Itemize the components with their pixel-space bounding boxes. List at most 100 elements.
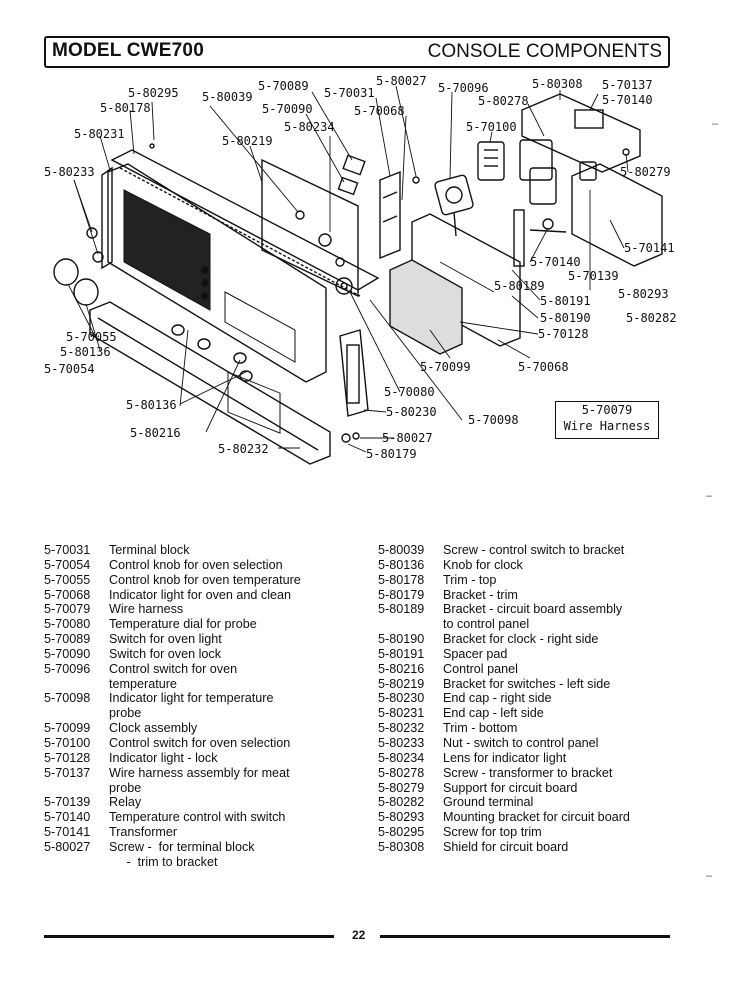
part-description: Mounting bracket for circuit board	[443, 810, 630, 825]
mounting-bracket	[571, 163, 663, 267]
part-row: 5-80191 Spacer pad	[378, 647, 630, 662]
part-number: 5-80189	[378, 602, 425, 617]
part-description: probe	[109, 780, 142, 795]
part-description: Lens for indicator light	[443, 750, 567, 765]
part-row: 5-70079 Wire harness	[44, 602, 301, 617]
callout: 5-80230	[386, 405, 437, 419]
part-description: Wire harness	[109, 602, 184, 617]
part-row: 5-70080 Temperature dial for probe	[44, 617, 301, 632]
callout: 5-70141	[624, 241, 675, 255]
footer-rule-left	[44, 935, 334, 938]
part-description: - trim to bracket	[109, 854, 218, 869]
page-header: MODEL CWE700 CONSOLE COMPONENTS	[44, 36, 670, 68]
part-number: 5-70080	[44, 617, 91, 632]
part-description: Control switch for oven	[109, 661, 238, 676]
callout: 5-70090	[262, 102, 313, 116]
part-row: 5-80039 Screw - control switch to bracket	[378, 543, 630, 558]
part-number: 5-80278	[378, 765, 425, 780]
callout: 5-80233	[44, 165, 95, 179]
part-number: 5-70096	[44, 661, 91, 676]
part-description: End cap - right side	[443, 691, 552, 706]
part-number: 5-70055	[44, 572, 91, 587]
part-number	[44, 706, 109, 721]
part-number: 5-70098	[44, 691, 91, 706]
part-number: 5-70079	[44, 602, 91, 617]
callout: 5-70098	[468, 413, 519, 427]
section-title: CONSOLE COMPONENTS	[427, 41, 662, 62]
part-description: Bracket - circuit board assembly	[443, 602, 623, 617]
footer-rule-right	[380, 935, 670, 938]
callout: 5-80190	[540, 311, 591, 325]
part-row: 5-70055 Control knob for oven temperature	[44, 573, 301, 588]
callout: 5-80191	[540, 294, 591, 308]
part-row: probe	[44, 781, 301, 796]
part-description: Control knob for oven temperature	[109, 572, 301, 587]
part-row: probe	[44, 706, 301, 721]
part-description: Knob for clock	[443, 557, 523, 572]
part-number: 5-80191	[378, 646, 425, 661]
part-description: Spacer pad	[443, 646, 508, 661]
callout: 5-80216	[130, 426, 181, 440]
part-description: Temperature dial for probe	[109, 617, 257, 632]
part-description: Bracket for clock - right side	[443, 632, 599, 647]
harness-number: 5-70079	[581, 403, 633, 417]
part-row: 5-80189 Bracket - circuit board assembly	[378, 602, 630, 617]
part-number: 5-80027	[44, 839, 91, 854]
callout: 5-80136	[60, 345, 111, 359]
margin-mark: –	[706, 490, 713, 502]
callout: 5-70080	[384, 385, 435, 399]
part-description: Relay	[109, 795, 142, 810]
switch-bracket	[261, 158, 359, 298]
part-description: Screw - control switch to bracket	[443, 543, 625, 557]
part-description: to control panel	[443, 617, 530, 632]
part-description: Temperature control with switch	[109, 810, 286, 825]
callout: 5-70089	[258, 79, 309, 93]
part-number: 5-80279	[378, 780, 425, 795]
part-number: 5-80282	[378, 795, 425, 810]
part-number: 5-80039	[378, 543, 425, 557]
part-description: Bracket - trim	[443, 587, 518, 602]
part-description: Indicator light for temperature	[109, 691, 274, 706]
callout: 5-70068	[354, 104, 405, 118]
margin-mark: –	[706, 870, 713, 882]
part-number: 5-80308	[378, 839, 425, 854]
part-number: 5-70068	[44, 587, 91, 602]
part-number	[44, 855, 109, 870]
part-row: temperature	[44, 677, 301, 692]
part-description: Control panel	[443, 661, 518, 676]
part-description: Switch for oven light	[109, 632, 222, 647]
exploded-diagram: 5-80295 5-80178 5-80231 5-80233 5-80039 …	[44, 74, 677, 465]
part-number	[44, 781, 109, 796]
part-row: 5-80282 Ground terminal	[378, 795, 630, 810]
callout: 5-80295	[128, 86, 179, 100]
part-description: Ground terminal	[443, 795, 534, 810]
part-row: 5-80293 Mounting bracket for circuit boar…	[378, 810, 630, 825]
callout: 5-80179	[366, 447, 417, 461]
part-number	[44, 677, 109, 692]
part-row: - trim to bracket	[44, 855, 301, 870]
part-number: 5-80178	[378, 572, 425, 587]
callout: 5-70140	[530, 255, 581, 269]
part-description: Nut - switch to control panel	[443, 735, 599, 750]
part-description: Wire harness assembly for meat	[109, 765, 290, 780]
callout: 5-80282	[626, 311, 677, 325]
part-number: 5-80293	[378, 810, 425, 825]
part-row: to control panel	[378, 617, 630, 632]
callout: 5-70139	[568, 269, 619, 283]
callout: 5-80027	[382, 431, 433, 445]
part-number: 5-70090	[44, 646, 91, 661]
callout: 5-70137	[602, 78, 653, 92]
part-number: 5-80233	[378, 735, 425, 750]
part-number: 5-70099	[44, 721, 91, 736]
part-number	[378, 617, 443, 632]
part-number: 5-70137	[44, 765, 91, 780]
